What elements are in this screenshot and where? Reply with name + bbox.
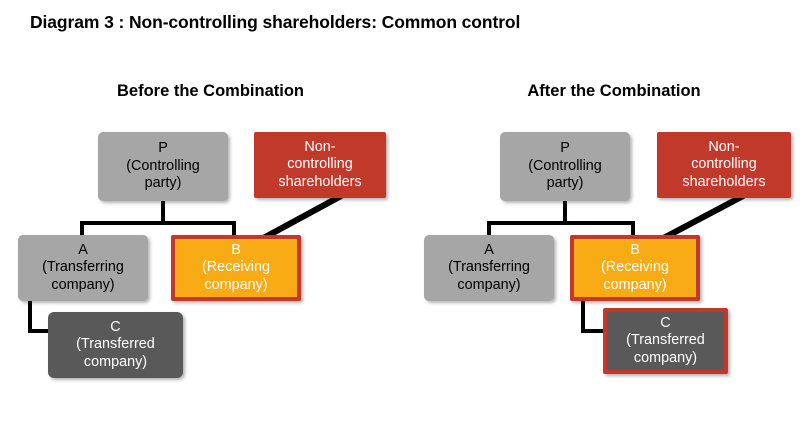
node-before-nci-line-3: shareholders <box>278 173 362 190</box>
node-after-a-desc-1: (Transferring <box>448 259 530 276</box>
node-before-p-desc-1: (Controlling <box>126 157 200 174</box>
node-before-a-code: A <box>78 241 88 258</box>
node-after-a[interactable]: A (Transferring company) <box>424 235 554 301</box>
node-before-a[interactable]: A (Transferring company) <box>18 235 148 301</box>
connector-before-bus-to-b <box>232 221 236 236</box>
node-before-b-desc-1: (Receiving <box>202 259 270 276</box>
connector-after-b-to-c-horizontal <box>581 329 613 333</box>
connector-after-bus-to-b <box>631 221 635 236</box>
node-after-a-code: A <box>484 241 494 258</box>
node-after-c[interactable]: C (Transferred company) <box>603 308 728 374</box>
node-after-c-desc-2: company) <box>633 349 698 366</box>
node-before-c[interactable]: C (Transferred company) <box>48 312 183 378</box>
connector-after-bus-to-a <box>487 221 491 236</box>
node-before-p-code: P <box>158 140 168 157</box>
node-before-p[interactable]: P (Controlling party) <box>98 132 228 201</box>
panel-heading-before: Before the Combination <box>116 82 304 100</box>
node-after-b-desc-2: company) <box>603 276 667 293</box>
node-before-a-desc-2: company) <box>51 276 115 293</box>
node-after-nci-line-3: shareholders <box>682 173 766 190</box>
node-before-c-code: C <box>110 318 121 335</box>
node-before-b-desc-2: company) <box>204 276 268 293</box>
connector-after-b-to-c-vertical <box>581 299 585 333</box>
node-after-nci-line-1: Non- <box>708 138 740 155</box>
node-after-b-desc-1: (Receiving <box>601 259 669 276</box>
connector-before-bus <box>80 221 236 225</box>
node-before-a-desc-1: (Transferring <box>42 259 124 276</box>
node-before-nci-line-1: Non- <box>304 138 336 155</box>
connector-before-p-stem <box>161 200 165 224</box>
node-before-b[interactable]: B (Receiving company) <box>171 235 301 301</box>
page-title: Diagram 3 : Non-controlling shareholders… <box>30 12 521 32</box>
connector-before-a-to-c-horizontal <box>28 329 58 333</box>
node-after-b[interactable]: B (Receiving company) <box>570 235 700 301</box>
node-after-p-desc-2: party) <box>546 175 584 192</box>
node-after-p-code: P <box>560 140 570 157</box>
node-after-c-code: C <box>660 314 671 331</box>
node-after-nci-line-2: controlling <box>691 156 757 173</box>
node-before-c-desc-2: company) <box>83 353 148 370</box>
node-after-p[interactable]: P (Controlling party) <box>500 132 630 201</box>
node-before-nci-line-2: controlling <box>287 156 353 173</box>
node-before-b-code: B <box>231 241 241 258</box>
connector-after-bus <box>487 221 635 225</box>
node-after-c-desc-1: (Transferred <box>626 332 705 349</box>
connector-before-bus-to-a <box>80 221 84 236</box>
node-before-p-desc-2: party) <box>144 175 182 192</box>
panel-heading-after: After the Combination <box>527 82 701 100</box>
node-after-p-desc-1: (Controlling <box>528 157 602 174</box>
node-after-a-desc-2: company) <box>457 276 521 293</box>
node-before-nci[interactable]: Non- controlling shareholders <box>254 132 386 198</box>
node-after-nci[interactable]: Non- controlling shareholders <box>657 132 791 198</box>
connector-before-a-to-c-vertical <box>28 299 32 333</box>
node-after-b-code: B <box>630 241 640 258</box>
node-before-c-desc-1: (Transferred <box>76 336 155 353</box>
connector-after-p-stem <box>563 200 567 224</box>
